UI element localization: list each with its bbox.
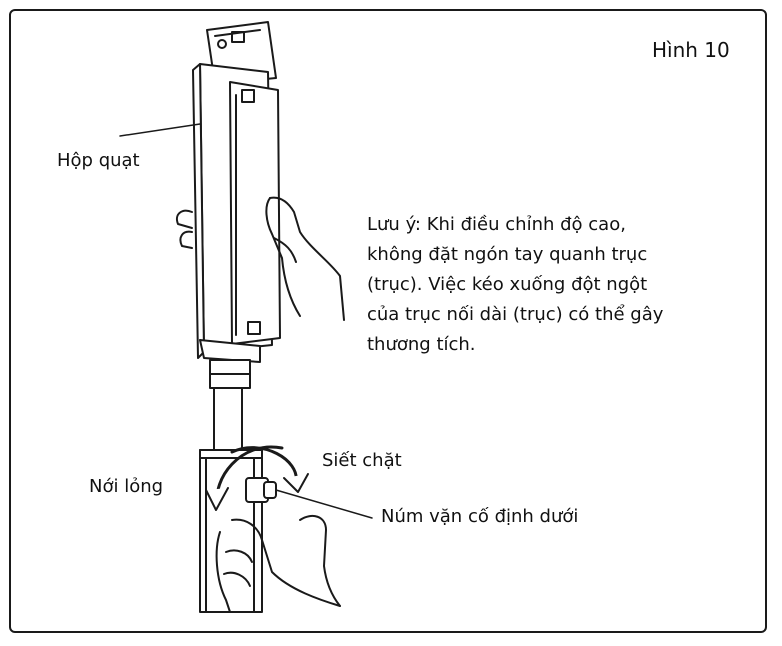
figure-frame <box>9 9 767 633</box>
neck-collar <box>209 359 251 389</box>
fan-housing-label: Hộp quạt <box>57 150 140 171</box>
fan-housing-body <box>192 63 281 363</box>
note-line: của trục nối dài (trục) có thể gây <box>367 304 664 325</box>
extension-shaft <box>213 387 243 451</box>
tighten-label: Siết chặt <box>322 450 402 471</box>
tighten-arrow <box>230 446 309 493</box>
lower-pole <box>199 449 263 613</box>
loosen-label: Nới lỏng <box>89 476 164 497</box>
note-line: thương tích. <box>367 334 476 355</box>
lower-hand <box>215 514 341 613</box>
fan-housing-leader <box>119 123 201 137</box>
loosen-arrow <box>205 445 284 511</box>
note-line: Lưu ý: Khi điều chỉnh độ cao, <box>367 214 626 235</box>
knob-leader <box>275 489 373 519</box>
lower-knob-label: Núm vặn cố định dưới <box>381 506 579 527</box>
note-line: không đặt ngón tay quanh trục <box>367 244 648 265</box>
caution-note: Lưu ý: Khi điều chỉnh độ cao, không đặt … <box>367 210 737 360</box>
figure-title: Hình 10 <box>652 38 730 62</box>
upper-right-hand <box>265 196 345 321</box>
lower-knob <box>245 477 277 503</box>
upper-left-fingers <box>176 209 193 249</box>
note-line: (trục). Việc kéo xuống đột ngột <box>367 274 648 295</box>
